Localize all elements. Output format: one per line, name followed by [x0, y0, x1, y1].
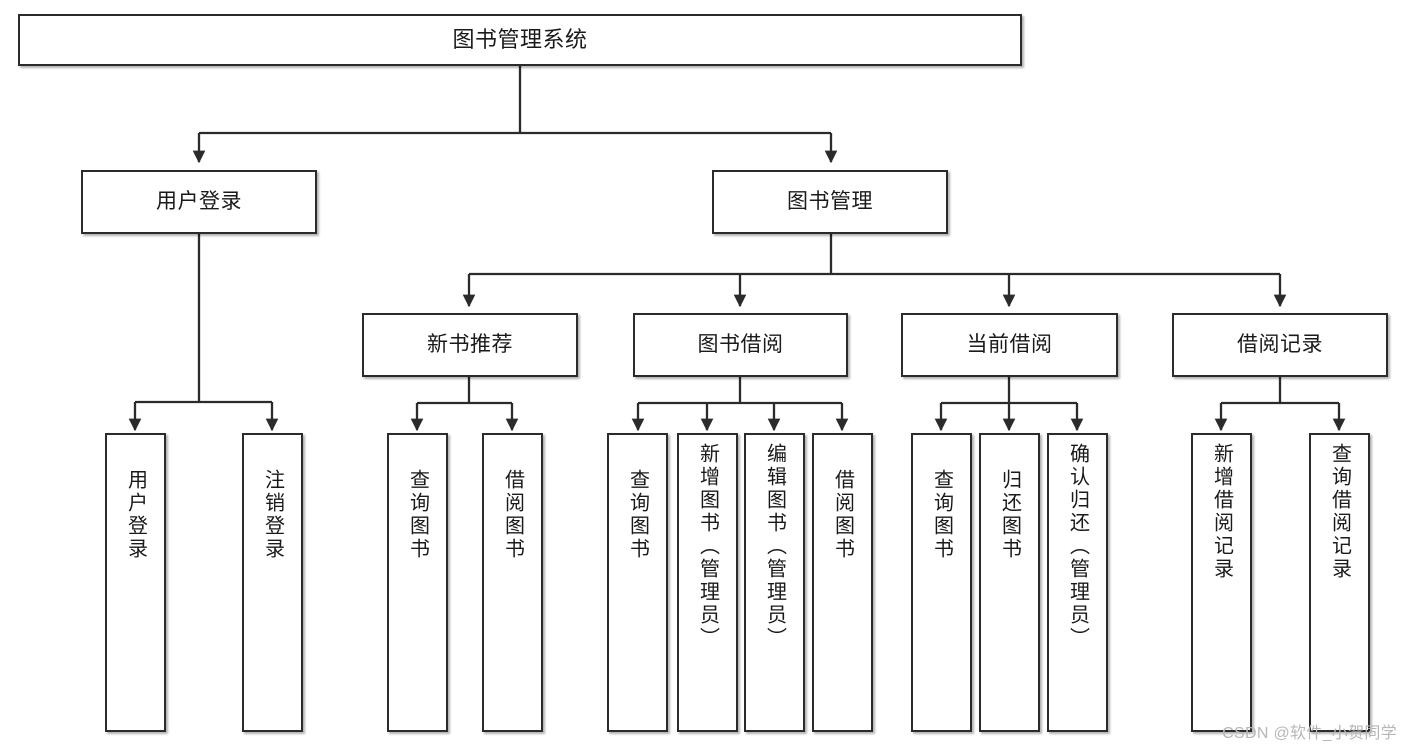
node-label: 借阅图书: [831, 469, 854, 561]
node-label: 新增借阅记录: [1210, 443, 1233, 581]
node-label: 图书借阅: [697, 332, 784, 356]
leaf-query-record[interactable]: 查询借阅记录: [1309, 433, 1370, 732]
node-label: 图书管理系统: [452, 27, 588, 53]
leaf-query-book-2[interactable]: 查询图书: [607, 433, 668, 732]
leaf-query-book-3[interactable]: 查询图书: [911, 433, 972, 732]
leaf-add-record[interactable]: 新增借阅记录: [1191, 433, 1252, 732]
node-book-borrow[interactable]: 图书借阅: [633, 313, 848, 377]
node-label: 新增图书（管理员）: [696, 443, 719, 650]
leaf-query-book-1[interactable]: 查询图书: [387, 433, 448, 732]
leaf-add-book[interactable]: 新增图书（管理员）: [677, 433, 738, 732]
node-book-manage[interactable]: 图书管理: [712, 170, 948, 234]
leaf-borrow-book-1[interactable]: 借阅图书: [482, 433, 543, 732]
node-label: 归还图书: [998, 469, 1021, 561]
leaf-edit-book[interactable]: 编辑图书（管理员）: [744, 433, 805, 732]
node-user-login[interactable]: 用户登录: [81, 170, 317, 234]
node-label: 用户登录: [156, 189, 242, 213]
node-label: 当前借阅: [966, 332, 1053, 356]
node-label: 编辑图书（管理员）: [763, 443, 786, 650]
node-label: 借阅记录: [1237, 332, 1323, 356]
node-current-borrow[interactable]: 当前借阅: [901, 313, 1118, 377]
node-label: 用户登录: [124, 469, 147, 561]
node-new-book-recommend[interactable]: 新书推荐: [362, 313, 578, 377]
node-label: 图书管理: [787, 189, 873, 213]
node-label: 查询借阅记录: [1328, 443, 1351, 581]
leaf-user-logout[interactable]: 注销登录: [242, 433, 303, 732]
node-borrow-record[interactable]: 借阅记录: [1172, 313, 1388, 377]
node-label: 确认归还（管理员）: [1066, 443, 1089, 650]
node-label: 查询图书: [626, 469, 649, 561]
node-label: 查询图书: [930, 469, 953, 561]
csdn-watermark: CSDN @软件_小贺同学: [1222, 725, 1397, 742]
node-label: 查询图书: [406, 469, 429, 561]
node-root-system[interactable]: 图书管理系统: [18, 14, 1022, 66]
node-label: 新书推荐: [427, 332, 513, 356]
node-label: 借阅图书: [501, 469, 524, 561]
node-label: 注销登录: [261, 469, 284, 561]
leaf-user-login[interactable]: 用户登录: [105, 433, 166, 732]
leaf-borrow-book-2[interactable]: 借阅图书: [812, 433, 873, 732]
leaf-confirm-return[interactable]: 确认归还（管理员）: [1047, 433, 1108, 732]
leaf-return-book[interactable]: 归还图书: [979, 433, 1040, 732]
